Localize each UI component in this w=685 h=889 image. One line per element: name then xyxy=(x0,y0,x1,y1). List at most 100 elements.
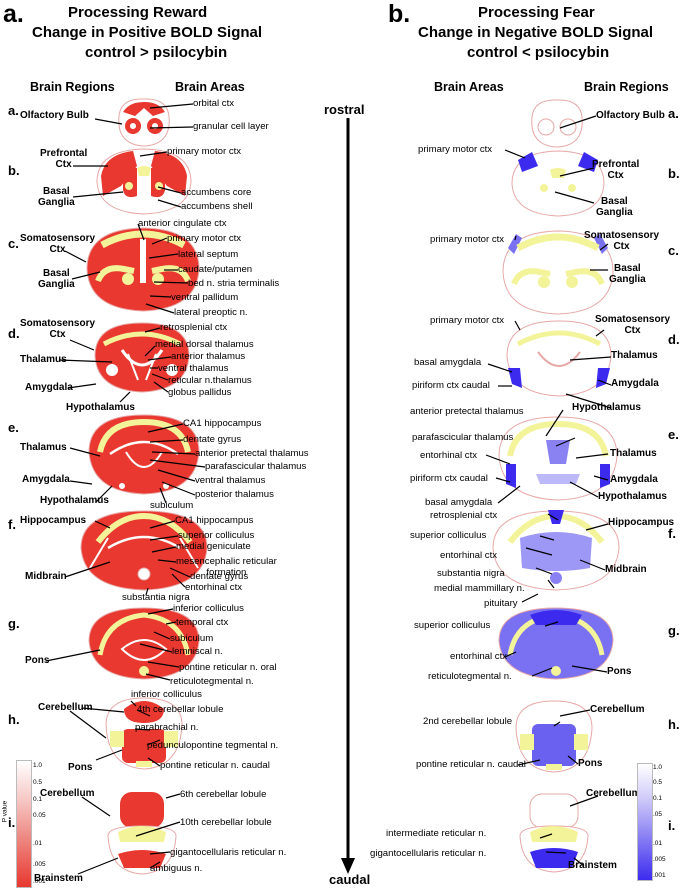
fear-d-region-somatosensory-ctx: Somatosensory Ctx xyxy=(595,314,671,336)
reward-c-region-somatosensory-ctx: Somatosensory Ctx xyxy=(20,233,96,255)
reward-c-area-primary-motor-ctx: primary motor ctx xyxy=(167,233,242,244)
reward-c-area-lateral-preoptic-n: lateral preoptic n. xyxy=(174,307,248,318)
fear-section-i xyxy=(519,793,589,873)
fear-e-area-entorhinal-ctx: entorhinal ctx xyxy=(420,450,478,461)
reward-c-area-anterior-cingulate-ctx: anterior cingulate ctx xyxy=(138,218,227,229)
fear-f-area-substantia-nigra: substantia nigra xyxy=(437,568,505,579)
reward-d-area-reticular-n-thalamus: reticular n.thalamus xyxy=(168,375,252,386)
reward-f-area-dentate-gyrus: dentate gyrus xyxy=(190,571,249,582)
reward-g-area-subiculum: subiculum xyxy=(170,633,214,644)
reward-i-area-gigantocellularis-reticular-n: gigantocellularis reticular n. xyxy=(170,847,287,858)
left-row-g: g. xyxy=(8,616,20,631)
reward-d-area-globus-pallidus: globus pallidus xyxy=(168,387,232,398)
left-row-h: h. xyxy=(8,712,20,727)
reward-f-area-ca1-hippocampus: CA1 hippocampus xyxy=(175,515,254,526)
left-row-d: d. xyxy=(8,326,20,341)
fear-scale-tick-3: 0.1 xyxy=(653,795,663,802)
reward-g-area-reticulotegmental-n: reticulotegmental n. xyxy=(170,676,254,687)
reward-d-area-ventral-thalamus: ventral thalamus xyxy=(158,363,229,374)
reward-pvalue-title: P value xyxy=(1,800,9,823)
axis-caudal-label: caudal xyxy=(329,872,371,887)
fear-i-region-brainstem: Brainstem xyxy=(568,860,617,871)
reward-section-b xyxy=(96,148,192,215)
fear-e-area-anterior-pretectal-thalamus: anterior pretectal thalamus xyxy=(410,406,524,417)
panel-a-letter: a. xyxy=(3,0,24,28)
reward-f-region-hippocampus: Hippocampus xyxy=(20,515,87,526)
fear-e-area-parafascicular-thalamus: parafascicular thalamus xyxy=(412,432,514,443)
fear-section-c xyxy=(502,230,614,315)
fear-i-area-gigantocellularis-reticular-n: gigantocellularis reticular n. xyxy=(370,848,487,859)
reward-g-area-inferior-colliculus: inferior colliculus xyxy=(173,603,244,614)
reward-scale-tick-6: .005 xyxy=(33,861,46,868)
reward-d-region-thalamus: Thalamus xyxy=(20,354,67,365)
reward-e-area-posterior-thalamus: posterior thalamus xyxy=(195,489,274,500)
reward-f-area-entorhinal-ctx: entorhinal ctx xyxy=(185,582,243,593)
fear-a-region-olfactory-bulb: Olfactory Bulb xyxy=(596,110,665,121)
fear-f-area-entorhinal-ctx: entorhinal ctx xyxy=(440,550,498,561)
fear-b-region-prefrontal-ctx: Prefrontal Ctx xyxy=(592,159,640,181)
fear-scale-tick-1: 1.0 xyxy=(653,764,663,771)
right-row-a: a. xyxy=(668,106,679,121)
panel-a-col-areas: Brain Areas xyxy=(175,80,245,94)
rostral-caudal-arrow xyxy=(341,118,355,874)
reward-h-area-pedunculopontine-tegmental-n: pedunculopontine tegmental n. xyxy=(147,740,279,751)
reward-c-area-ventral-pallidum: ventral pallidum xyxy=(171,292,239,303)
fear-e-region-amygdala: Amygdala xyxy=(610,474,658,485)
reward-h-area-4th-cerebellar-lobule: 4th cerebellar lobule xyxy=(137,704,224,715)
fear-section-d xyxy=(506,320,612,397)
fear-d-region-amygdala: Amygdala xyxy=(611,378,659,389)
reward-b-area-primary-motor-ctx: primary motor ctx xyxy=(167,146,242,157)
fear-g-area-reticulotegmental-n: reticulotegmental n. xyxy=(428,671,512,682)
fear-c-region-basal-ganglia: Basal Ganglia xyxy=(609,263,646,285)
fear-scale-tick-6: .005 xyxy=(653,856,666,863)
panel-a-subtitle: Change in Positive BOLD Signal xyxy=(32,24,263,41)
reward-i-region-cerebellum: Cerebellum xyxy=(40,788,95,799)
panel-a-col-regions: Brain Regions xyxy=(30,80,115,94)
fear-d-area-basal-amygdala: basal amygdala xyxy=(414,357,482,368)
left-row-c: c. xyxy=(8,236,19,251)
reward-e-region-hypothalamus: Hypothalamus xyxy=(40,495,109,506)
fear-f-area-pituitary: pituitary xyxy=(484,598,518,609)
panel-b-letter: b. xyxy=(388,0,411,28)
fear-section-g xyxy=(498,607,614,680)
fear-f-area-medial-mammillary-n: medial mammillary n. xyxy=(434,583,525,594)
fear-section-e xyxy=(498,416,618,501)
left-row-b: b. xyxy=(8,163,20,178)
fear-i-region-cerebellum: Cerebellum xyxy=(586,788,641,799)
fear-b-region-basal-ganglia: Basal Ganglia xyxy=(596,196,633,218)
fear-f-region-hippocampus: Hippocampus xyxy=(608,517,675,528)
reward-e-region-amygdala: Amygdala xyxy=(22,474,70,485)
right-row-c: c. xyxy=(668,243,679,258)
reward-a-area-granular-cell-layer: granular cell layer xyxy=(193,121,269,132)
reward-scale-tick-2: 0.5 xyxy=(33,779,43,786)
panel-b-col-regions: Brain Regions xyxy=(584,80,669,94)
panel-b-comparison: control < psilocybin xyxy=(467,44,610,61)
reward-b-area-accumbens-shell: accumbens shell xyxy=(181,201,253,212)
reward-a-region-olfactory-bulb: Olfactory Bulb xyxy=(20,110,89,121)
reward-e-area-subiculum: subiculum xyxy=(150,500,194,511)
reward-g-region-pons: Pons xyxy=(25,655,50,666)
reward-b-region-basal-ganglia: Basal Ganglia xyxy=(38,186,75,208)
reward-c-area-bed-n-stria-terminalis: bed n. stria terminalis xyxy=(188,278,280,289)
fear-e-region-hypothalamus: Hypothalamus xyxy=(598,491,667,502)
reward-h-area-parabrachial-n: parabrachial n. xyxy=(135,722,199,733)
panel-a-comparison: control > psilocybin xyxy=(85,44,228,61)
reward-d-area-anterior-thalamus: anterior thalamus xyxy=(171,351,246,362)
reward-h-area-inferior-colliculus: inferior colliculus xyxy=(131,689,202,700)
reward-f-area-mesencephalic-reticular-formation: mesencephalic reticular formation xyxy=(176,556,277,578)
reward-g-area-temporal-ctx: temporal ctx xyxy=(176,617,229,628)
reward-h-region-pons: Pons xyxy=(68,762,93,773)
reward-f-area-substantia-nigra: substantia nigra xyxy=(122,592,190,603)
fear-c-region-somatosensory-ctx: Somatosensory Ctx xyxy=(584,230,660,252)
right-row-i: i. xyxy=(668,818,676,833)
fear-scale-tick-2: 0.5 xyxy=(653,779,663,786)
reward-e-region-thalamus: Thalamus xyxy=(20,442,67,453)
reward-d-region-hypothalamus: Hypothalamus xyxy=(66,402,135,413)
reward-b-region-prefrontal-ctx: Prefrontal Ctx xyxy=(40,148,88,170)
reward-c-area-caudate-putamen: caudate/putamen xyxy=(178,264,253,275)
panel-a-title: Processing Reward xyxy=(68,4,208,21)
reward-g-area-lemniscal-n: lemniscal n. xyxy=(172,646,223,657)
reward-d-region-amygdala: Amygdala xyxy=(25,382,73,393)
reward-d-area-retrosplenial-ctx: retrosplenial ctx xyxy=(160,322,228,333)
right-row-h: h. xyxy=(668,717,680,732)
